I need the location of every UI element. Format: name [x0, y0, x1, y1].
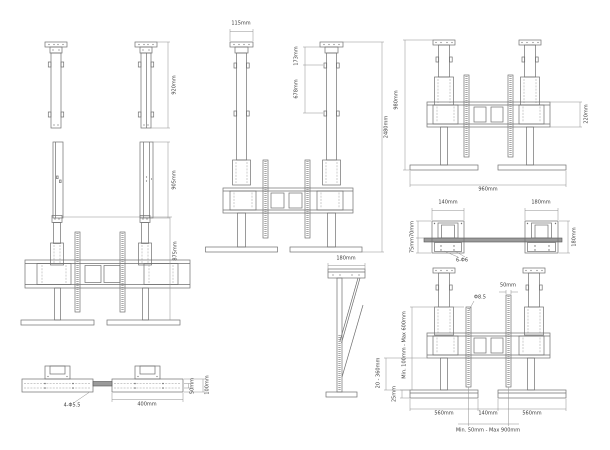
ceiling-elevation-drawing	[205, 29, 384, 253]
pole-side-view: 905mm	[20, 140, 205, 225]
assembly-front-view: 980mm 220mm 960mm	[390, 15, 608, 195]
dim-adjust-hole: Φ8.5	[474, 294, 486, 301]
dim-pole-height: 920mm	[171, 75, 178, 95]
assembly-front-drawing	[403, 39, 582, 187]
base-top-drawing	[21, 365, 205, 403]
dim-adjust-span-range: Min. 50mm - Max 900mm	[455, 427, 521, 434]
dim-inner-pole-height: 905mm	[171, 170, 178, 190]
dim-front-width: 960mm	[478, 186, 498, 193]
dim-base-depth: 100mm	[204, 375, 211, 395]
ceiling-plates-drawing	[416, 208, 570, 258]
dim-base-hole-gap: 50mm	[189, 377, 196, 395]
dim-ceiling-plate: 115mm	[231, 20, 251, 27]
base-top-view: 4-Φ5.5 400mm 50mm 100mm	[15, 345, 220, 445]
dim-adjust-left-foot: 560mm	[434, 410, 454, 417]
floor-stand-drawing	[20, 215, 191, 326]
dim-front-rail: 220mm	[583, 104, 590, 124]
bracket-side-drawing	[325, 263, 366, 398]
dim-adjust-gap-range: 20 - 360mm	[375, 357, 382, 389]
dim-plate-depth: 180mm	[571, 227, 578, 247]
pole-side-drawing	[52, 141, 170, 219]
dim-adjust-center-gap: 140mm	[478, 410, 498, 417]
dim-plate-lower-depth: 75mm	[409, 236, 416, 254]
dim-front-height: 980mm	[393, 90, 400, 110]
pole-front-view: 920mm	[20, 20, 205, 140]
dim-plate-right-width: 180mm	[531, 199, 551, 206]
dim-adjust-vesa-range: Min. 100mm - Max 600mm	[401, 311, 408, 379]
dim-adjust-foot-thickness: 25mm	[391, 385, 398, 403]
ceiling-mount-elevation-view: 115mm 173mm 678mm 2480mm	[205, 15, 390, 270]
adjustment-range-view: 50mm Φ8.5 Min. 100mm - Max 600mm 20 - 36…	[370, 265, 610, 450]
dim-adjust-right-foot: 560mm	[522, 410, 542, 417]
dim-stand-height: 875mm	[172, 241, 179, 261]
dim-ceiling-upper: 173mm	[293, 46, 300, 66]
dim-ceiling-total: 2480mm	[383, 115, 390, 139]
dim-side-depth: 180mm	[336, 255, 356, 262]
dim-ceiling-lower: 678mm	[293, 79, 300, 99]
dim-plate-upper-depth: 70mm	[409, 220, 416, 238]
dim-base-length: 400mm	[137, 401, 157, 408]
dim-adjust-strip: 50mm	[499, 282, 517, 289]
dim-plate-left-width: 140mm	[438, 199, 458, 206]
pole-front-drawing	[44, 41, 170, 129]
floor-stand-front-view: 875mm	[15, 215, 205, 345]
dim-plate-holes: 6-Φ6	[455, 257, 469, 264]
dim-base-holes: 4-Φ5.5	[63, 402, 81, 409]
adjustment-range-drawing	[384, 267, 567, 426]
bracket-side-view: 180mm	[325, 255, 390, 450]
ceiling-plates-top-view: 140mm 180mm 70mm 75mm 6-Φ6 180mm	[408, 195, 610, 273]
